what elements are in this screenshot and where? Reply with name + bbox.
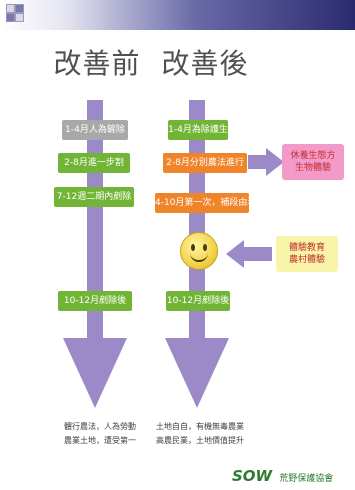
right-arrow-shaft (248, 155, 268, 169)
decor-square (6, 13, 15, 22)
left-arrow-shaft (244, 247, 272, 261)
before-step-3: 7-12週二期內剷除 (54, 187, 134, 207)
side-note-yellow-line-1: 體驗教育 (288, 243, 325, 253)
after-heading: 改善後 (161, 47, 249, 80)
after-step-1: 1-4月為除護生 (168, 120, 228, 140)
title-bar-decoration (0, 0, 355, 30)
logo-org-name: 荒野保護協會 (279, 474, 334, 484)
organization-logo: SOW 荒野保護協會 (232, 466, 333, 485)
before-step-1: 1-4月人為鏟除 (62, 120, 128, 140)
left-arrow-icon (226, 240, 244, 268)
smiley-face-icon (180, 232, 218, 270)
after-outcome-line-1: 土地自自，有機無毒農業 (156, 422, 244, 431)
right-arrow-icon (266, 148, 284, 176)
logo-brand: SOW (232, 467, 273, 485)
side-note-pink-line-1: 休養生態方 (290, 151, 336, 161)
smiley-eye (203, 244, 207, 251)
after-step-2: 2-8月分別農法進行 (163, 153, 247, 173)
decor-square (6, 4, 15, 13)
side-note-yellow-line-2: 農村體驗 (288, 255, 325, 265)
before-outcome: 體行農法，人為勞動 農業土地，遭受第一 (40, 420, 160, 448)
before-step-4: 10-12月剷除後 (58, 291, 132, 311)
side-note-pink-line-2: 生物體驗 (294, 163, 331, 173)
before-outcome-line-2: 農業土地，遭受第一 (64, 436, 136, 445)
smiley-eye (191, 244, 195, 251)
side-note-yellow: 體驗教育農村體驗 (276, 236, 338, 272)
after-outcome: 土地自自，有機無毒農業 高農民業，土地價值提升 (140, 420, 260, 448)
before-outcome-line-1: 體行農法，人為勞動 (64, 422, 136, 431)
after-outcome-line-2: 高農民業，土地價值提升 (156, 436, 244, 445)
after-step-3: 4-10月第一次，補段由現 (155, 193, 249, 213)
before-step-2: 2-8月進一步割 (58, 153, 130, 173)
decor-square (15, 13, 24, 22)
after-flow-arrowhead (165, 338, 229, 408)
smiley-mouth (190, 250, 208, 262)
after-step-4: 10-12月剷除後 (166, 291, 230, 311)
before-heading: 改善前 (53, 47, 141, 80)
before-flow-arrowhead (63, 338, 127, 408)
decor-square (15, 4, 24, 13)
side-note-pink: 休養生態方生物體驗 (282, 144, 344, 180)
